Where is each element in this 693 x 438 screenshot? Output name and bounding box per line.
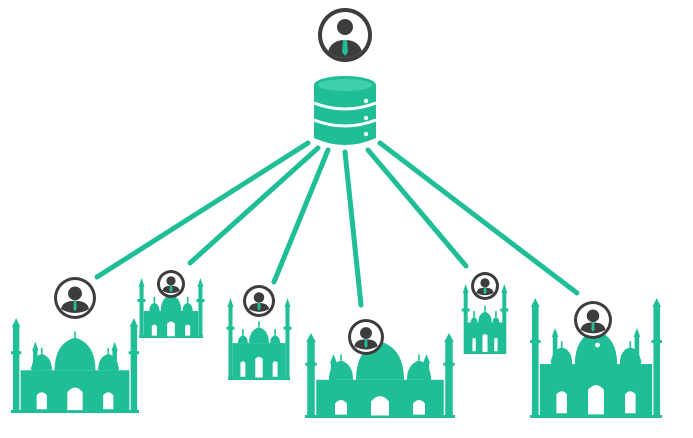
branch-node-4 — [305, 319, 455, 418]
user-avatar-icon — [471, 272, 499, 300]
mosque-icon — [461, 284, 509, 354]
user-avatar-icon — [54, 277, 96, 319]
connector-line-6 — [377, 140, 580, 296]
connector-line-4 — [342, 149, 364, 308]
crescent-icon — [593, 342, 600, 349]
mosque-icon — [137, 278, 205, 338]
database-icon — [313, 76, 377, 145]
branch-node-3 — [226, 285, 292, 380]
branch-node-1 — [10, 277, 140, 413]
user-avatar-icon — [243, 285, 275, 317]
connector-line-1 — [94, 140, 311, 280]
nodes-layer — [10, 270, 663, 418]
user-avatar-icon — [157, 270, 185, 298]
mosque-icon — [226, 298, 292, 380]
admin-user-icon — [318, 8, 372, 62]
connector-line-5 — [365, 147, 469, 269]
mosque-icon — [10, 318, 140, 413]
branch-node-6 — [529, 298, 663, 418]
mosque-icon — [529, 298, 663, 418]
connector-line-2 — [187, 145, 321, 266]
branch-node-5 — [461, 272, 509, 354]
branch-node-2 — [137, 270, 205, 338]
user-avatar-icon — [348, 319, 384, 355]
connector-lines — [94, 140, 580, 308]
connector-line-3 — [271, 147, 331, 285]
user-avatar-icon — [574, 301, 612, 339]
